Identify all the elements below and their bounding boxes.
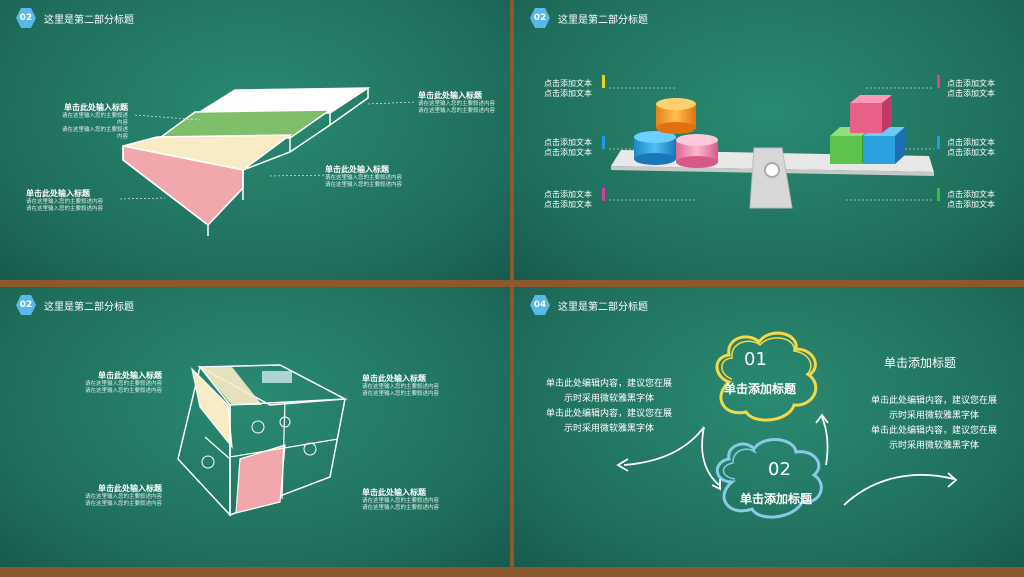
cloud-2-number: 02 <box>768 459 791 480</box>
section-number-badge: 04 <box>530 295 550 315</box>
slide-1: 02 这里是第二部分标题 单击此处输入标题 请在这里输入您的主要叙述内容 请在这… <box>0 0 510 280</box>
label-right-2: 点击添加文本点击添加文本 <box>947 138 995 157</box>
body-line: 示时采用微软雅黑字体 <box>563 424 654 434</box>
item-desc: 请在这里输入您的主要叙述内容 <box>84 388 162 394</box>
slide-header: 02 这里是第二部分标题 <box>530 8 648 28</box>
item-title: 单击此处输入标题 <box>325 165 389 174</box>
item-text: 单击此处输入标题 请在这里输入您的主要叙述内容 请在这里输入您的主要叙述内容 <box>362 373 452 398</box>
item-title: 单击此处输入标题 <box>98 371 162 380</box>
cloud-1-number: 01 <box>744 349 767 370</box>
item-desc: 请在这里输入您的主要叙述内容 <box>26 206 104 212</box>
item-title: 单击此处输入标题 <box>362 374 426 383</box>
stairs-diagram <box>119 87 416 236</box>
body-line: 单击此处编辑内容，建议您在展 <box>870 396 997 406</box>
label-left-2: 点击添加文本点击添加文本 <box>544 138 592 157</box>
item-desc: 请在这里输入您的主要叙述内容 <box>84 381 162 387</box>
item-text: 单击此处输入标题 请在这里输入您的主要叙述内容 请在这里输入您的主要叙述内容 <box>325 164 407 189</box>
item-desc: 请在这里输入您的主要叙述内容 <box>362 391 440 397</box>
item-desc: 请在这里输入您的主要叙述内容 <box>362 498 440 504</box>
body-line: 单击此处编辑内容，建议您在展 <box>545 409 672 419</box>
item-desc: 请在这里输入您的主要叙述内容 <box>61 127 128 140</box>
item-desc: 请在这里输入您的主要叙述内容 <box>84 501 162 507</box>
cloud-1-title[interactable]: 单击添加标题 <box>724 382 797 396</box>
item-text: 单击此处输入标题 请在这里输入您的主要叙述内容 请在这里输入您的主要叙述内容 <box>74 370 162 395</box>
item-desc: 请在这里输入您的主要叙述内容 <box>362 384 440 390</box>
item-text: 单击此处输入标题 请在这里输入您的主要叙述内容 请在这里输入您的主要叙述内容 <box>418 90 496 115</box>
label-right-1: 点击添加文本点击添加文本 <box>947 79 995 98</box>
right-body-text: 单击此处编辑内容，建议您在展 示时采用微软雅黑字体 单击此处编辑内容，建议您在展… <box>854 394 1014 454</box>
item-title: 单击此处输入标题 <box>64 103 128 112</box>
item-title: 单击此处输入标题 <box>98 484 162 493</box>
slide-title: 这里是第二部分标题 <box>44 14 134 26</box>
body-line: 单击此处编辑内容，建议您在展 <box>870 426 997 436</box>
item-title: 单击此处输入标题 <box>418 91 482 100</box>
item-text: 单击此处输入标题 请在这里输入您的主要叙述内容 请在这里输入您的主要叙述内容 <box>362 487 452 512</box>
slide-3: 02 这里是第二部分标题 单击此处输入标题 请在这里输入您的主要叙述内容 请在这… <box>0 287 510 567</box>
label-right-3: 点击添加文本点击添加文本 <box>947 190 995 209</box>
item-desc: 请在这里输入您的主要叙述内容 <box>26 199 104 205</box>
slide-title: 这里是第二部分标题 <box>558 14 648 26</box>
label-left-1: 点击添加文本点击添加文本 <box>544 79 592 98</box>
body-line: 示时采用微软雅黑字体 <box>563 394 654 404</box>
slide-title: 这里是第二部分标题 <box>558 301 648 313</box>
slide-4: 04 这里是第二部分标题 01 单击添加标题 02 单击添加标题 单击此处编辑内… <box>514 287 1024 567</box>
cloud-2-title[interactable]: 单击添加标题 <box>740 492 813 506</box>
body-line: 示时采用微软雅黑字体 <box>888 441 979 451</box>
item-desc: 请在这里输入您的主要叙述内容 <box>61 113 128 126</box>
item-desc: 请在这里输入您的主要叙述内容 <box>325 175 403 181</box>
item-title: 单击此处输入标题 <box>362 488 426 497</box>
puzzle-cube-diagram <box>177 364 348 517</box>
body-line: 示时采用微软雅黑字体 <box>888 411 979 421</box>
body-line: 单击此处编辑内容，建议您在展 <box>545 379 672 389</box>
item-text: 单击此处输入标题 请在这里输入您的主要叙述内容 请在这里输入您的主要叙述内容 <box>74 483 162 508</box>
slide-title: 这里是第二部分标题 <box>44 301 134 313</box>
cloud-diagram <box>616 331 958 519</box>
section-number-badge: 02 <box>16 295 36 315</box>
right-title[interactable]: 单击添加标题 <box>884 356 957 370</box>
item-text: 单击此处输入标题 请在这里输入您的主要叙述内容 请在这里输入您的主要叙述内容 <box>26 188 106 213</box>
slide-header: 04 这里是第二部分标题 <box>530 295 648 315</box>
item-desc: 请在这里输入您的主要叙述内容 <box>362 505 440 511</box>
slide-header: 02 这里是第二部分标题 <box>16 8 134 28</box>
item-text: 单击此处输入标题 请在这里输入您的主要叙述内容 请在这里输入您的主要叙述内容 <box>58 102 128 141</box>
item-desc: 请在这里输入您的主要叙述内容 <box>84 494 162 500</box>
section-number-badge: 02 <box>530 8 550 28</box>
item-desc: 请在这里输入您的主要叙述内容 <box>418 101 496 107</box>
item-title: 单击此处输入标题 <box>26 189 90 198</box>
item-desc: 请在这里输入您的主要叙述内容 <box>325 182 403 188</box>
item-desc: 请在这里输入您的主要叙述内容 <box>418 108 496 114</box>
slide-header: 02 这里是第二部分标题 <box>16 295 134 315</box>
balance-diagram <box>602 75 940 209</box>
label-left-3: 点击添加文本点击添加文本 <box>544 190 592 209</box>
slide-2: 02 这里是第二部分标题 <box>514 0 1024 280</box>
section-number-badge: 02 <box>16 8 36 28</box>
left-body-text: 单击此处编辑内容，建议您在展 示时采用微软雅黑字体 单击此处编辑内容，建议您在展… <box>529 377 689 437</box>
